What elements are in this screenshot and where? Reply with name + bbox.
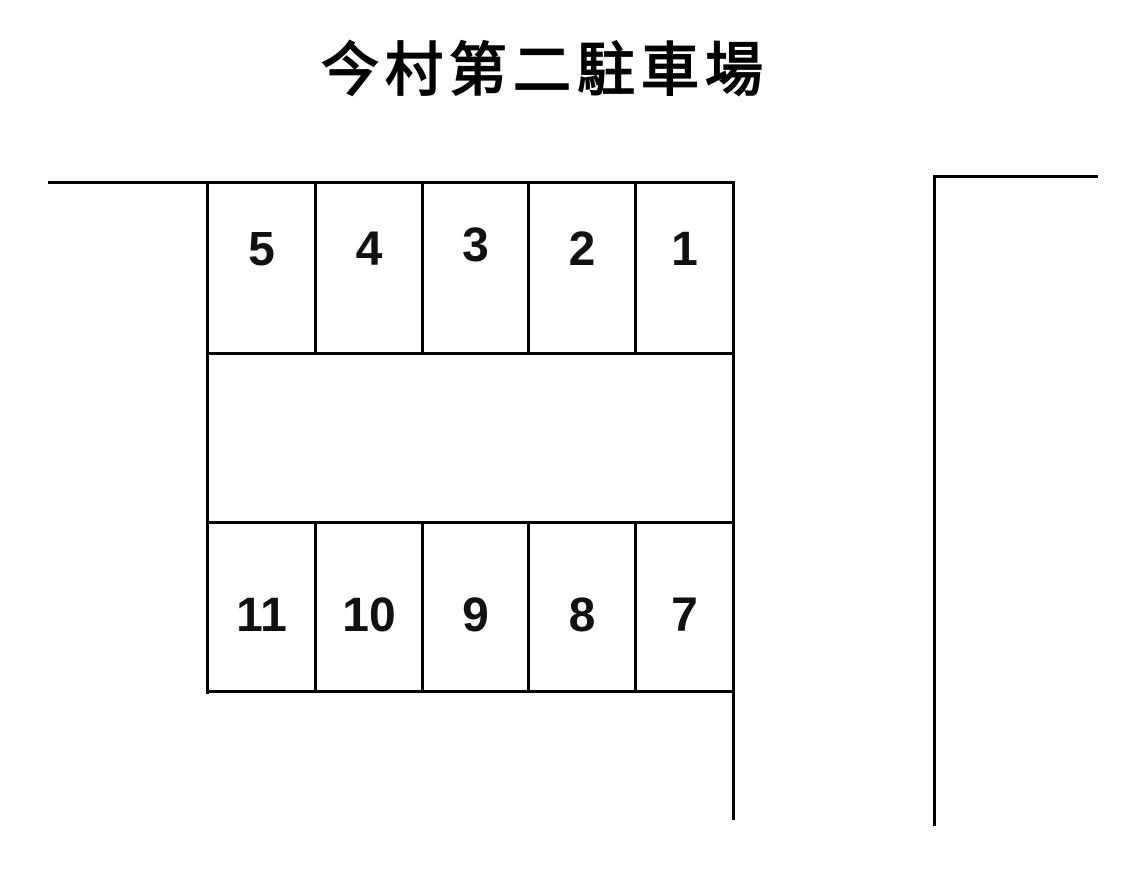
- stall-number: 5: [248, 223, 275, 276]
- stall-divider: [527, 181, 530, 354]
- stall-divider: [634, 181, 637, 354]
- right-structure-left-line: [933, 175, 936, 826]
- stall-divider: [314, 521, 317, 693]
- stall-number: 3: [462, 219, 489, 272]
- stall-number: 4: [355, 223, 383, 276]
- stall-number: 2: [568, 223, 596, 276]
- left-border-line: [206, 181, 209, 694]
- top-boundary-line: [48, 181, 735, 184]
- stall-number: 8: [568, 589, 596, 642]
- stall-divider: [527, 521, 530, 693]
- stall-divider: [421, 521, 424, 693]
- parking-stall-11: 11: [209, 524, 314, 690]
- right-border-line: [732, 181, 735, 820]
- parking-stall-9: 9: [424, 524, 527, 690]
- bottom-row-top-line: [206, 521, 735, 524]
- parking-stall-1: 1: [637, 184, 732, 352]
- stall-number: 9: [462, 589, 489, 642]
- stall-number: 11: [236, 589, 287, 642]
- parking-stall-3: 3: [424, 180, 527, 348]
- parking-stall-8: 8: [530, 524, 634, 690]
- stall-number: 7: [671, 589, 698, 642]
- stall-divider: [421, 181, 424, 354]
- parking-lot-title: 今村第二駐車場: [320, 36, 769, 104]
- parking-stall-2: 2: [530, 184, 634, 352]
- stall-divider: [634, 521, 637, 693]
- bottom-row-bottom-line: [206, 690, 735, 693]
- parking-stall-4: 4: [317, 184, 421, 352]
- parking-stall-7: 7: [637, 524, 732, 690]
- stall-number: 1: [671, 223, 698, 276]
- right-structure-top-line: [933, 175, 1098, 178]
- parking-stall-10: 10: [317, 524, 421, 690]
- stall-number: 10: [342, 589, 396, 642]
- parking-stall-5: 5: [209, 184, 314, 352]
- top-row-bottom-line: [206, 352, 735, 355]
- stall-divider: [314, 181, 317, 354]
